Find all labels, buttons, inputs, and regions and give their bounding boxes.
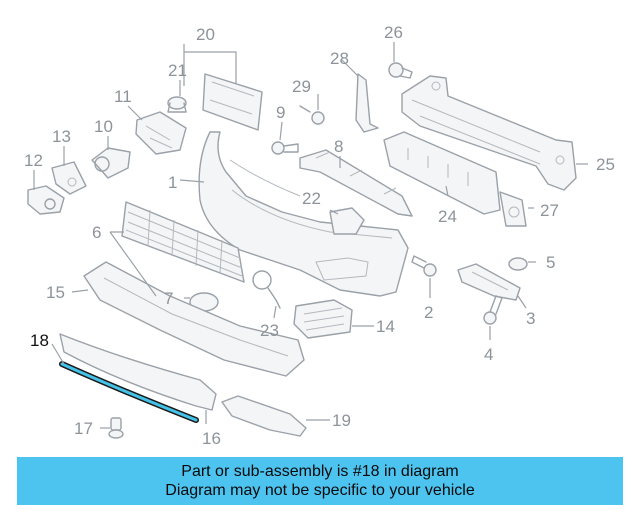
part-17-screw [108,417,124,439]
label-9: 9 [276,103,285,122]
part-20-license-bracket [202,73,263,131]
part-8-support [299,149,413,217]
label-2: 2 [424,303,433,322]
part-2-bolt [411,255,437,277]
part-4-bolt [483,295,503,325]
label-14: 14 [376,317,395,336]
part-24-absorber [383,131,501,215]
label-25: 25 [596,155,615,174]
part-6-grille [121,201,245,283]
label-17: 17 [74,419,93,438]
label-11: 11 [114,87,132,106]
label-27: 27 [540,201,559,220]
label-29: 29 [292,77,311,96]
part-18-highlighted-strip [59,361,199,423]
part-5-clip [508,257,528,271]
part-23-tow-ring [252,270,281,309]
label-24: 24 [438,207,457,226]
banner-line-1: Part or sub-assembly is #18 in diagram [181,463,459,480]
label-21: 21 [168,61,187,80]
part-28-bracket [355,73,379,133]
leader-lines [33,42,588,429]
label-16: 16 [202,429,221,448]
part-26-bolt [388,62,413,79]
part-9-bolt [271,141,299,155]
callout-labels: 20 21 11 10 13 12 1 9 29 8 28 26 25 22 2… [24,23,615,448]
label-12: 12 [24,151,43,170]
label-18: 18 [30,331,49,350]
banner-line-2: Diagram may not be specific to your vehi… [165,482,475,499]
label-19: 19 [332,411,351,430]
label-6: 6 [92,223,101,242]
part-22-tow-cap [329,207,365,235]
label-10: 10 [94,117,113,136]
part-12-sensor [27,185,65,215]
label-4: 4 [484,345,493,364]
part-1-bumper-cover [198,131,409,297]
label-13: 13 [52,127,71,146]
part-25-reinforcement [401,75,577,191]
label-1: 1 [168,173,177,192]
label-20: 20 [196,25,215,44]
part-21-clip [167,96,187,113]
label-23: 23 [260,321,279,340]
label-28: 28 [330,49,349,68]
label-7: 7 [164,289,173,308]
info-banner: Part or sub-assembly is #18 in diagram D… [17,457,623,505]
part-29-bolt [299,105,325,125]
label-26: 26 [384,23,403,42]
part-14-fog-grille [293,299,353,339]
label-22: 22 [302,189,321,208]
label-3: 3 [526,309,535,328]
part-3-side-bracket [457,263,521,301]
part-13-sensor-mount [51,161,87,195]
part-16-spoiler [59,333,217,411]
part-19-lower-molding [221,395,307,437]
label-5: 5 [546,253,555,272]
part-15-lower-absorber [83,261,305,377]
part-11-sensor-bracket [135,111,187,155]
label-8: 8 [334,137,343,156]
label-15: 15 [46,283,65,302]
part-27-bracket [499,191,527,227]
part-10-park-sensor [91,147,131,179]
